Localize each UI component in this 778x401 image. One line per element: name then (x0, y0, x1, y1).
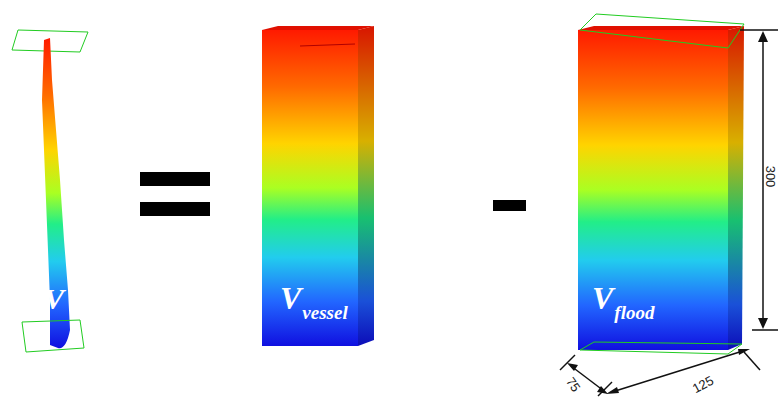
residual-volume (12, 30, 88, 352)
volume-symbol: V (280, 282, 301, 314)
equals-sign (140, 172, 210, 216)
dimension-label: 300 (764, 164, 777, 188)
volume-symbol: V (592, 282, 613, 314)
dimension-label: 75 (563, 374, 583, 395)
volume-subscript: flood (614, 303, 654, 322)
volume-symbol: V (44, 284, 64, 314)
dimension-lines (560, 30, 778, 396)
flood-volume (578, 14, 744, 354)
dimension-label: 125 (689, 373, 716, 396)
volume-subscript: vessel (302, 303, 347, 322)
minus-sign (493, 200, 526, 211)
vessel-volume (262, 26, 374, 346)
